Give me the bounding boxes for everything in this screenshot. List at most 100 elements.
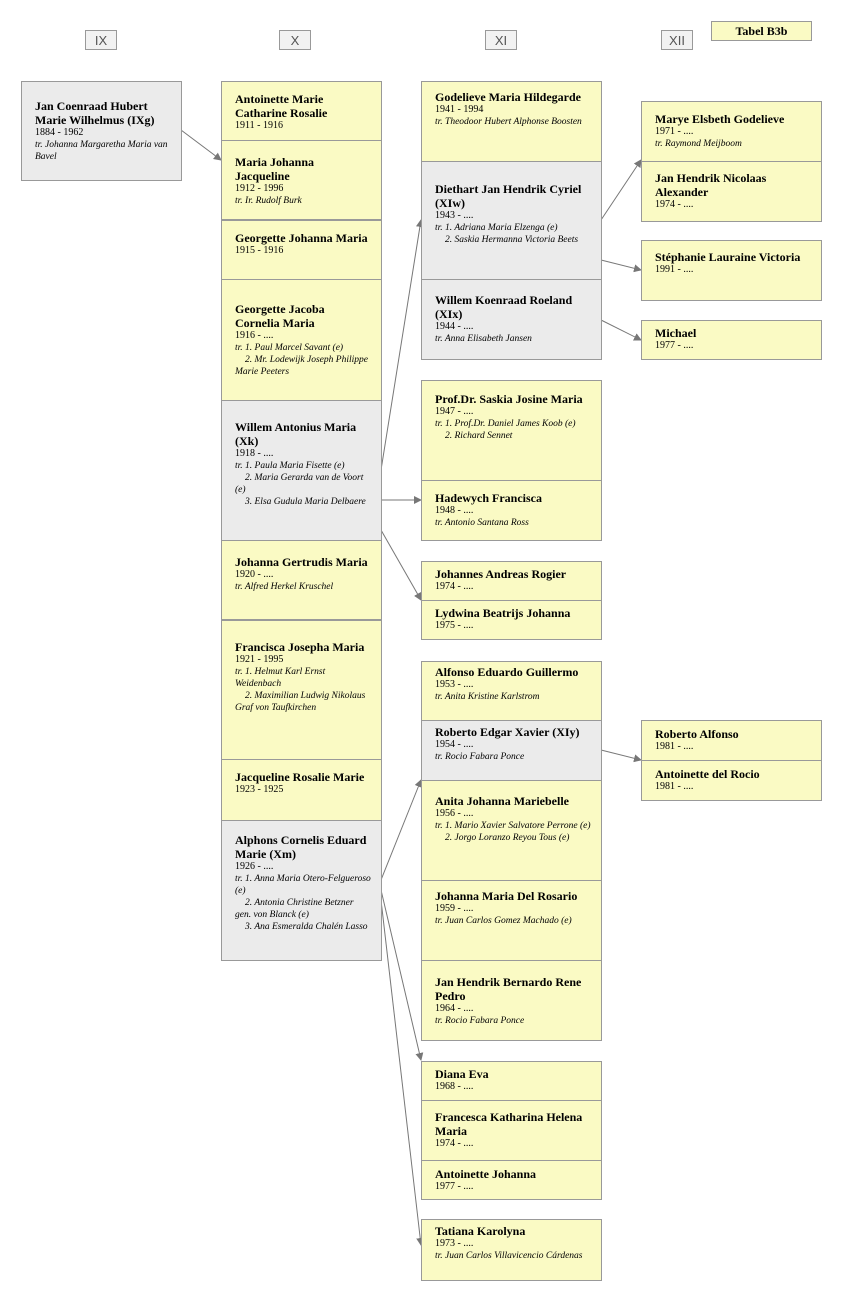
person-name: Willem Antonius Maria (Xk) [235,420,357,448]
person-name: Prof.Dr. Saskia Josine Maria [435,392,583,406]
connector-alphons-to-tatiana [380,899,425,1246]
person-dates: 1947 - .... [435,406,474,417]
person-spouse: tr. Anna Elisabeth Jansen [435,334,532,344]
person-stephanie-lauraine[interactable]: Stéphanie Lauraine Victoria 1991 - .... [641,240,822,301]
person-dates: 1968 - .... [435,1081,474,1092]
person-dates: 1948 - .... [435,505,474,516]
person-name: Francesca Katharina Helena Maria [435,1110,583,1138]
person-name: Jacqueline Rosalie Marie [235,770,365,784]
person-name: Roberto Alfonso [655,727,739,741]
person-name: Antoinette Johanna [435,1167,537,1181]
person-johanna-gertrudis[interactable]: Johanna Gertrudis Maria 1920 - .... tr. … [221,540,382,620]
person-lydwina-beatrijs[interactable]: Lydwina Beatrijs Johanna 1975 - .... [421,600,602,640]
person-name: Alfonso Eduardo Guillermo [435,665,579,679]
person-spouse: tr. Alfred Herkel Kruschel [235,582,334,592]
person-georgette-jacoba[interactable]: Georgette Jacoba Cornelia Maria 1916 - .… [221,279,382,401]
person-dates: 1912 - 1996 [235,183,284,194]
person-marye-elsbeth[interactable]: Marye Elsbeth Godelieve 1971 - .... tr. … [641,101,822,162]
person-anita-johanna[interactable]: Anita Johanna Mariebelle 1956 - .... tr.… [421,780,602,881]
person-spouse: tr. Theodoor Hubert Alphonse Boosten [435,117,582,127]
spouse-text: 2. Maximilian Ludwig Nikolaus Graf von T… [235,691,366,713]
connector-willem-koenraad-to-michael [600,319,642,341]
person-dates: 1974 - .... [435,1138,474,1149]
person-spouse: tr. Antonio Santana Ross [435,518,529,528]
person-godelieve-maria[interactable]: Godelieve Maria Hildegarde 1941 - 1994 t… [421,81,602,162]
person-michael[interactable]: Michael 1977 - .... [641,320,822,360]
person-jan-hendrik-bernardo[interactable]: Jan Hendrik Bernardo Rene Pedro 1964 - .… [421,960,602,1041]
generation-label-xi: XI [485,30,517,50]
person-dates: 1975 - .... [435,620,474,631]
person-johanna-maria-del-rosario[interactable]: Johanna Maria Del Rosario 1959 - .... tr… [421,880,602,961]
person-francisca-josepha[interactable]: Francisca Josepha Maria 1921 - 1995 tr. … [221,620,382,760]
person-name: Alphons Cornelis Eduard Marie (Xm) [235,833,367,861]
person-dates: 1977 - .... [655,340,694,351]
person-dates: 1884 - 1962 [35,127,84,138]
person-name: Johannes Andreas Rogier [435,567,567,581]
spouse-text: 2. Richard Sennet [445,431,513,441]
person-dates: 1973 - .... [435,1238,474,1249]
person-tatiana-karolyna[interactable]: Tatiana Karolyna 1973 - .... tr. Juan Ca… [421,1219,602,1281]
person-name: Georgette Jacoba Cornelia Maria [235,302,325,330]
person-dates: 1921 - 1995 [235,654,284,665]
person-diethart-jan-hendrik[interactable]: Diethart Jan Hendrik Cyriel (XIw) 1943 -… [421,161,602,280]
person-francesca-katharina[interactable]: Francesca Katharina Helena Maria 1974 - … [421,1100,602,1161]
person-willem-koenraad[interactable]: Willem Koenraad Roeland (XIx) 1944 - ...… [421,279,602,360]
person-name: Diana Eva [435,1067,489,1081]
person-jan-hendrik-nicolaas[interactable]: Jan Hendrik Nicolaas Alexander 1974 - ..… [641,161,822,222]
person-spouse: tr. 1. Adriana Maria Elzenga (e) [435,223,558,233]
spouse-text: 3. Ana Esmeralda Chalén Lasso [245,922,368,932]
person-dates: 1981 - .... [655,741,694,752]
person-spouse-2: 2. Mr. Lodewijk Joseph Philippe Marie Pe… [235,354,371,378]
spouse-text: 2. Mr. Lodewijk Joseph Philippe Marie Pe… [235,355,368,377]
spouse-text: 2. Jorgo Loranzo Reyou Tous (e) [445,833,570,843]
person-dates: 1926 - .... [235,861,274,872]
person-name: Johanna Maria Del Rosario [435,889,578,903]
person-dates: 1911 - 1916 [235,120,283,131]
person-spouse: tr. Ir. Rudolf Burk [235,196,302,206]
person-dates: 1916 - .... [235,330,274,341]
person-spouse-2: 2. Richard Sennet [435,430,591,442]
person-saskia-josine[interactable]: Prof.Dr. Saskia Josine Maria 1947 - ....… [421,380,602,481]
person-spouse-2: 2. Maria Gerarda van de Voort (e) [235,472,371,496]
person-georgette-johanna[interactable]: Georgette Johanna Maria 1915 - 1916 [221,220,382,280]
connector-diethart-to-marye [600,159,642,221]
person-dates: 1941 - 1994 [435,104,484,115]
person-willem-antonius[interactable]: Willem Antonius Maria (Xk) 1918 - .... t… [221,400,382,541]
person-name: Tatiana Karolyna [435,1224,526,1238]
person-antoinette-marie[interactable]: Antoinette Marie Catharine Rosalie 1911 … [221,81,382,141]
person-spouse-2: 2. Antonia Christine Betzner gen. von Bl… [235,897,371,921]
person-maria-johanna[interactable]: Maria Johanna Jacqueline 1912 - 1996 tr.… [221,140,382,220]
person-diana-eva[interactable]: Diana Eva 1968 - .... [421,1061,602,1101]
person-name: Lydwina Beatrijs Johanna [435,606,571,620]
table-label: Tabel B3b [711,21,812,41]
person-jacqueline-rosalie[interactable]: Jacqueline Rosalie Marie 1923 - 1925 [221,759,382,821]
person-spouse: tr. 1. Prof.Dr. Daniel James Koob (e) [435,419,576,429]
connector-alphons-to-roberto [380,779,423,881]
person-antoinette-johanna[interactable]: Antoinette Johanna 1977 - .... [421,1160,602,1200]
person-hadewych-francisca[interactable]: Hadewych Francisca 1948 - .... tr. Anton… [421,480,602,541]
person-jan-coenraad-hubert[interactable]: Jan Coenraad Hubert Marie Wilhelmus (IXg… [21,81,182,181]
person-alfonso-eduardo[interactable]: Alfonso Eduardo Guillermo 1953 - .... tr… [421,661,602,721]
person-dates: 1971 - .... [655,126,694,137]
person-antoinette-del-rocio[interactable]: Antoinette del Rocio 1981 - .... [641,760,822,801]
person-johannes-andreas[interactable]: Johannes Andreas Rogier 1974 - .... [421,561,602,601]
connector-roberto-to-roberto-alfonso [600,749,642,763]
person-name: Roberto Edgar Xavier (XIy) [435,725,580,739]
person-roberto-alfonso[interactable]: Roberto Alfonso 1981 - .... [641,720,822,761]
person-name: Anita Johanna Mariebelle [435,794,569,808]
person-dates: 1953 - .... [435,679,474,690]
person-roberto-edgar[interactable]: Roberto Edgar Xavier (XIy) 1954 - .... t… [421,720,602,781]
person-dates: 1964 - .... [435,1003,474,1014]
generation-label-ix: IX [85,30,117,50]
person-spouse-2: 2. Jorgo Loranzo Reyou Tous (e) [435,832,591,844]
person-spouse: tr. 1. Paula Maria Fisette (e) [235,461,345,471]
person-name: Willem Koenraad Roeland (XIx) [435,293,573,321]
person-alphons-cornelis[interactable]: Alphons Cornelis Eduard Marie (Xm) 1926 … [221,820,382,961]
person-dates: 1920 - .... [235,569,274,580]
person-spouse-3: 3. Ana Esmeralda Chalén Lasso [235,921,371,933]
person-dates: 1915 - 1916 [235,245,284,256]
person-spouse: tr. 1. Anna Maria Otero-Felgueroso (e) [235,874,371,896]
person-name: Marye Elsbeth Godelieve [655,112,785,126]
person-spouse-2: 2. Saskia Hermanna Victoria Beets [435,234,591,246]
person-spouse-2: 2. Maximilian Ludwig Nikolaus Graf von T… [235,690,371,714]
